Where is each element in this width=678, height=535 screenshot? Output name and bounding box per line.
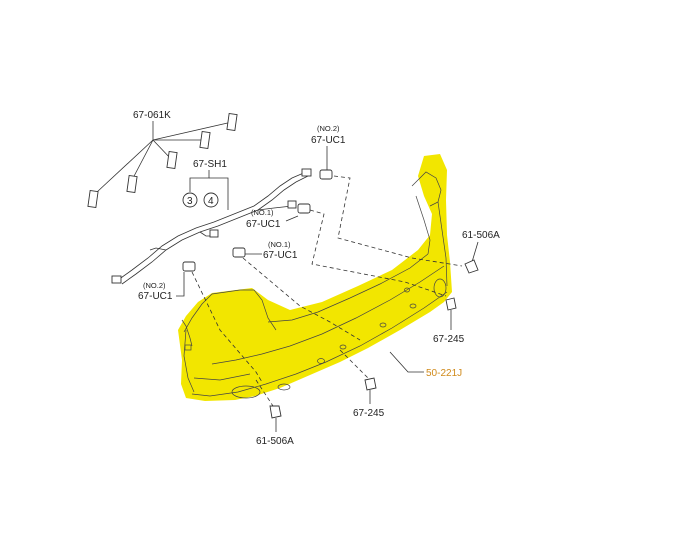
sensor-pad-4[interactable] (126, 175, 138, 193)
screw-bottom-label: 67-245 (353, 408, 385, 419)
harness-connector-1[interactable] (111, 275, 122, 284)
sensor-left-label: 67-UC1 (138, 291, 173, 302)
screw-right[interactable] (445, 297, 457, 311)
sensor-left-note: (NO.2) (143, 281, 166, 290)
screw-right-group: 67-245 (433, 297, 465, 345)
sh1-option-4-circle[interactable] (203, 192, 219, 208)
sh1-option-3: 3 (187, 196, 193, 207)
sh1-option-3-circle[interactable] (182, 192, 198, 208)
screw-bottom-group: 67-245 (339, 349, 385, 419)
sensor-pad-3[interactable] (166, 151, 178, 169)
bumper-label-group: 50-221J (389, 351, 462, 379)
kit-67-061k-group: 67-061K (87, 110, 238, 208)
sh1-label: 67-SH1 (193, 159, 227, 170)
sensor-uc1-mid-group: (NO.1) 67-UC1 (246, 203, 447, 297)
sensor-uc1-center-group: (NO.1) 67-UC1 (232, 240, 361, 341)
fastener-bottom-label: 61-506A (256, 436, 294, 447)
sensor-pad-2[interactable] (199, 131, 211, 149)
sensor-top[interactable] (319, 169, 333, 180)
sensor-left[interactable] (182, 261, 196, 272)
sensor-center-label: 67-UC1 (263, 250, 298, 261)
sensor-mid-label: 67-UC1 (246, 219, 281, 230)
fastener-bottom[interactable] (269, 405, 282, 419)
sh1-group: 67-SH1 3 4 (182, 159, 229, 210)
sensor-center-note: (NO.1) (268, 240, 291, 249)
fastener-right-top-label: 61-506A (462, 230, 500, 241)
bumper-cover-highlight[interactable] (178, 154, 452, 401)
harness-connector-4[interactable] (301, 168, 312, 177)
sensor-uc1-top-group: (NO.2) 67-UC1 (311, 124, 463, 267)
harness-connector-3[interactable] (287, 200, 297, 209)
bumper-label: 50-221J (426, 368, 462, 379)
kit-label: 67-061K (133, 110, 171, 121)
sensor-mid-note: (NO.1) (251, 208, 274, 217)
fastener-right-top-group: 61-506A (462, 230, 500, 274)
sensor-center[interactable] (232, 247, 246, 258)
sensor-uc1-left-group: (NO.2) 67-UC1 (138, 261, 263, 383)
bumper-cover-outline (181, 171, 448, 399)
sensor-pad-5[interactable] (87, 190, 99, 208)
sensor-pad-1[interactable] (226, 113, 238, 131)
sensor-top-note: (NO.2) (317, 124, 340, 133)
harness-connector-2[interactable] (209, 229, 219, 238)
wiring-harness[interactable] (111, 168, 312, 285)
sensor-top-label: 67-UC1 (311, 135, 346, 146)
sh1-option-4: 4 (208, 196, 214, 207)
screw-bottom[interactable] (364, 377, 377, 391)
fastener-right-top[interactable] (464, 259, 479, 274)
fastener-bottom-group: 61-506A (255, 379, 294, 447)
screw-right-label: 67-245 (433, 334, 465, 345)
sensor-mid[interactable] (297, 203, 311, 214)
